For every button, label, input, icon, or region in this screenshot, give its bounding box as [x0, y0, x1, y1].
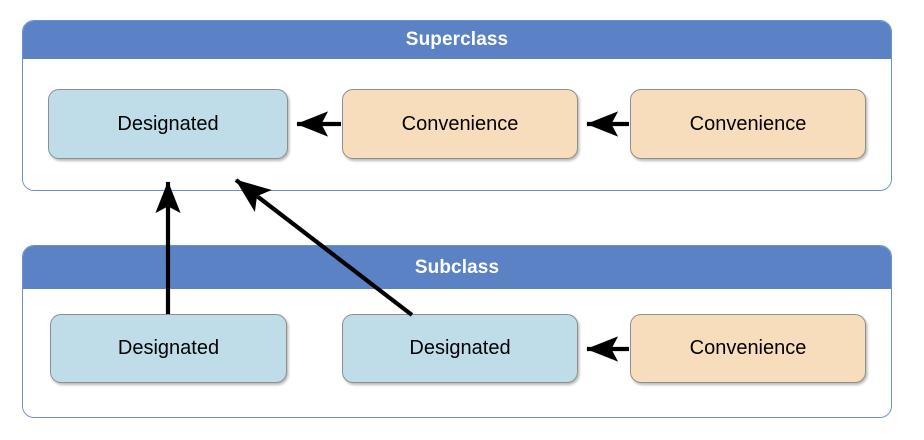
group-header-subclass: Subclass [23, 246, 891, 289]
group-title-superclass: Superclass [405, 29, 509, 50]
node-label: Convenience [689, 112, 807, 135]
node-sub-convenience-1[interactable]: Convenience [630, 314, 866, 383]
node-super-convenience-1[interactable]: Convenience [342, 89, 578, 159]
node-label: Convenience [401, 112, 519, 135]
node-label: Convenience [689, 337, 807, 359]
node-label: Designated [117, 112, 219, 135]
node-label: Designated [117, 337, 220, 359]
node-super-designated[interactable]: Designated [48, 89, 288, 159]
group-title-subclass: Subclass [414, 256, 500, 278]
group-header-superclass: Superclass [23, 21, 891, 59]
node-super-convenience-2[interactable]: Convenience [630, 89, 866, 159]
node-sub-designated-1[interactable]: Designated [50, 314, 287, 383]
node-sub-designated-2[interactable]: Designated [342, 314, 578, 383]
node-label: Designated [409, 337, 511, 359]
